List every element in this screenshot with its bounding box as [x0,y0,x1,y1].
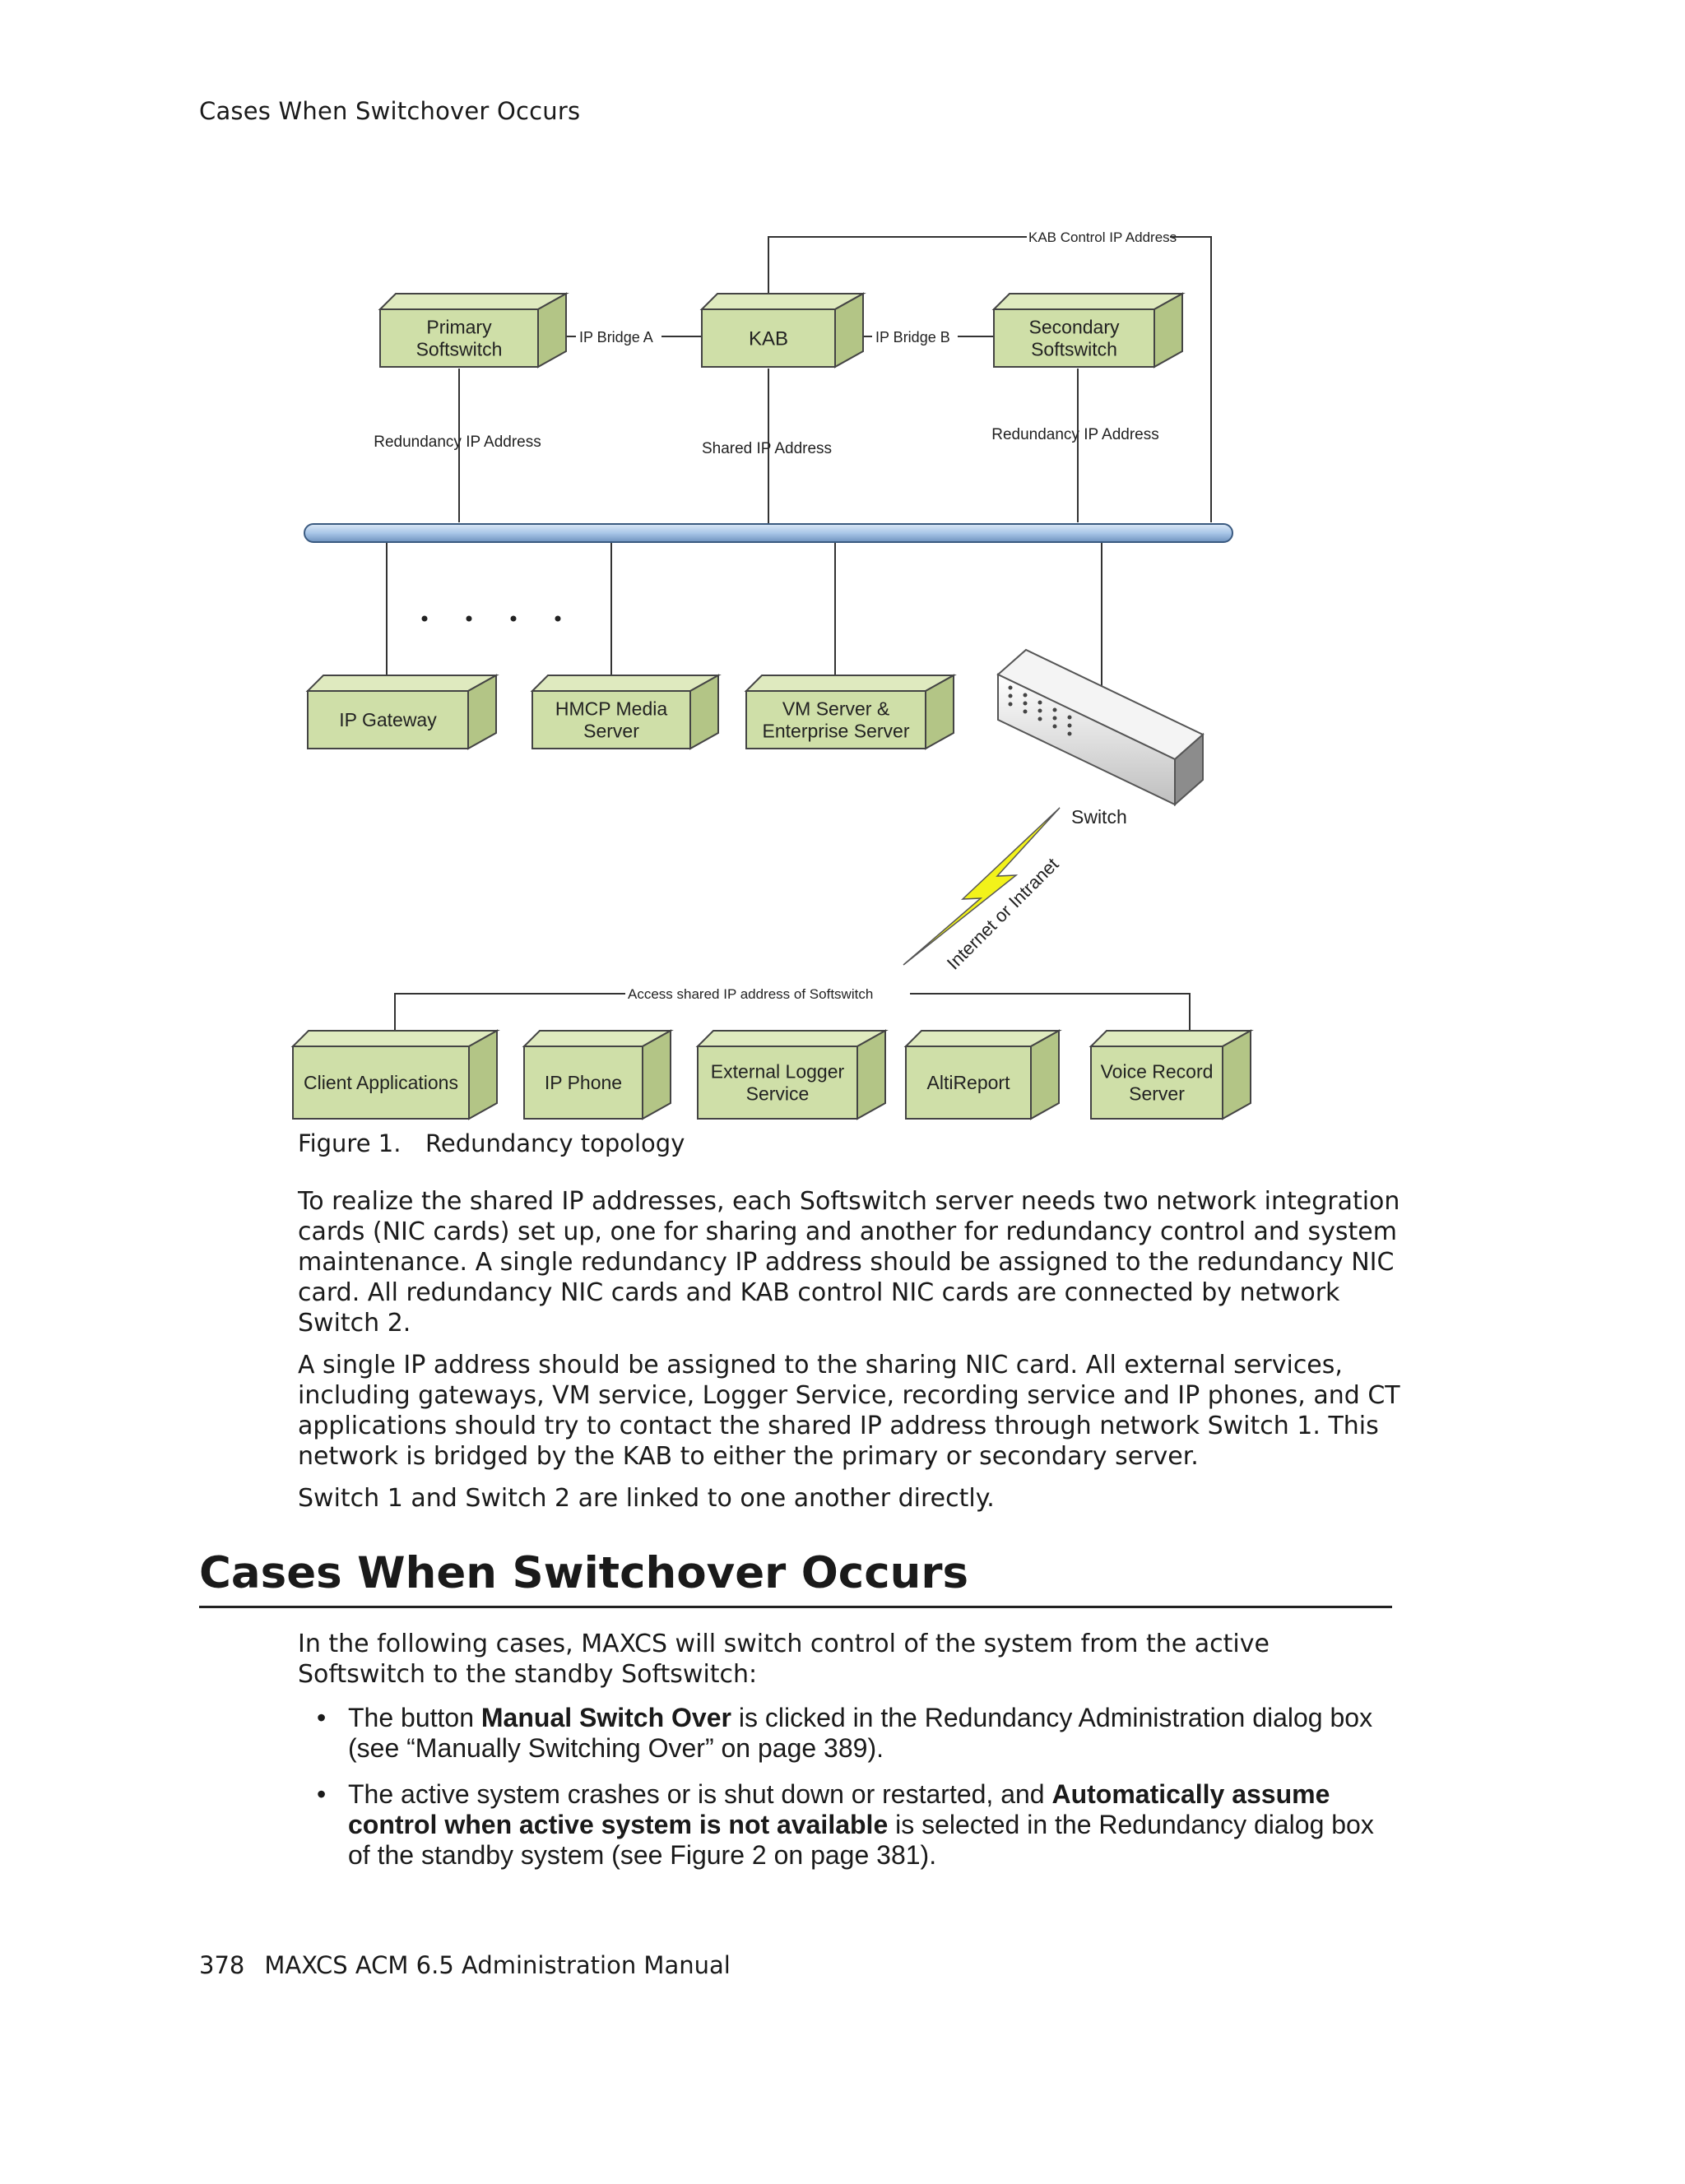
network-bus [304,523,1233,543]
vm-server-box: VM Server &Enterprise Server [744,674,957,750]
bullet-list-2: • The active system crashes or is shut do… [317,1779,1403,1871]
ip-phone-label: IP Phone [545,1072,622,1093]
primary-softswitch-label: Softswitch [416,339,503,360]
paragraph-sharing-nic: A single IP address should be assigned t… [298,1351,1400,1471]
redundancy-ip-right-label: Redundancy IP Address [991,426,1159,443]
ip-gateway-box: IP Gateway [305,674,499,750]
bullet2-bold: Automatically assume control when active… [348,1779,1330,1839]
hmcp-media-server-label: Server [583,721,639,742]
client-applications-label: Client Applications [304,1072,458,1093]
section-intro: In the following cases, MAXCS will switc… [298,1630,1270,1689]
ip-gateway-label: IP Gateway [339,709,437,730]
secondary-softswitch-label: Secondary [1029,317,1120,338]
figure-number: Figure 1. [298,1129,402,1157]
page-number: 378 [199,1951,245,1979]
redundancy-topology-diagram: KAB Control IP Address IP Bridge A IP Br… [290,229,1254,1120]
vm-server-label: Enterprise Server [763,721,910,742]
section-heading: Cases When Switchover Occurs [199,1545,1392,1608]
shared-ip-label: Shared IP Address [702,440,832,457]
kab-control-ip-label: KAB Control IP Address [1028,230,1177,245]
bullet-icon: • [317,1703,327,1732]
ip-bridge-a-label: IP Bridge A [579,329,653,345]
figure-caption-text: Redundancy topology [425,1129,685,1157]
bullet1-bold: Manual Switch Over [480,1703,731,1732]
altireport-box: AltiReport [903,1029,1062,1120]
primary-softswitch-label: Primary [426,317,492,338]
running-header: Cases When Switchover Occurs [199,97,581,125]
bullet1-text-post: is clicked in the Redundancy Administrat… [348,1703,1373,1763]
bullet-manual-switch: • The button Manual Switch Over is clicke… [317,1703,1403,1764]
bullet-auto-assume: • The active system crashes or is shut do… [317,1779,1403,1871]
ip-phone-box: IP Phone [522,1029,674,1120]
kab-box: KAB [699,292,866,369]
hmcp-media-server-label: HMCP Media [555,698,668,720]
external-logger-label: External Logger [711,1061,845,1083]
manual-title: MAXCS ACM 6.5 Administration Manual [264,1951,731,1979]
bullet-list-1: • The button Manual Switch Over is clicke… [317,1703,1403,1764]
page-footer: 378 MAXCS ACM 6.5 Administration Manual [199,1951,731,1979]
bullet1-text-pre: The button [348,1703,481,1732]
ip-bridge-b-label: IP Bridge B [875,329,950,345]
secondary-softswitch-label: Softswitch [1031,339,1117,360]
internet-label: Internet or Intranet [943,854,1063,974]
bullet-icon: • [317,1779,327,1809]
switch-device: Switch [996,648,1205,828]
external-logger-label: Service [746,1083,810,1105]
kab-label: KAB [749,327,788,350]
ellipsis-dots [421,615,561,622]
paragraph-nic-cards: To realize the shared IP addresses, each… [298,1187,1400,1338]
bullet2-text-pre: The active system crashes or is shut dow… [348,1779,1052,1809]
redundancy-ip-left-label: Redundancy IP Address [374,434,541,451]
lightning-bolt-icon: Internet or Intranet [903,807,1063,974]
voice-record-server-label: Voice Record [1101,1061,1214,1083]
bullet2-text-post: is selected in the Redundancy dialog box… [348,1810,1374,1870]
switch-label: Switch [1071,806,1127,828]
client-applications-box: Client Applications [290,1029,500,1120]
access-shared-label: Access shared IP address of Softswitch [628,986,873,1002]
altireport-label: AltiReport [927,1072,1011,1093]
paragraph-switch-link: Switch 1 and Switch 2 are linked to one … [298,1484,995,1513]
figure-caption: Figure 1. Redundancy topology [298,1129,685,1157]
vm-server-label: VM Server & [782,698,889,720]
voice-record-server-label: Server [1129,1083,1185,1105]
